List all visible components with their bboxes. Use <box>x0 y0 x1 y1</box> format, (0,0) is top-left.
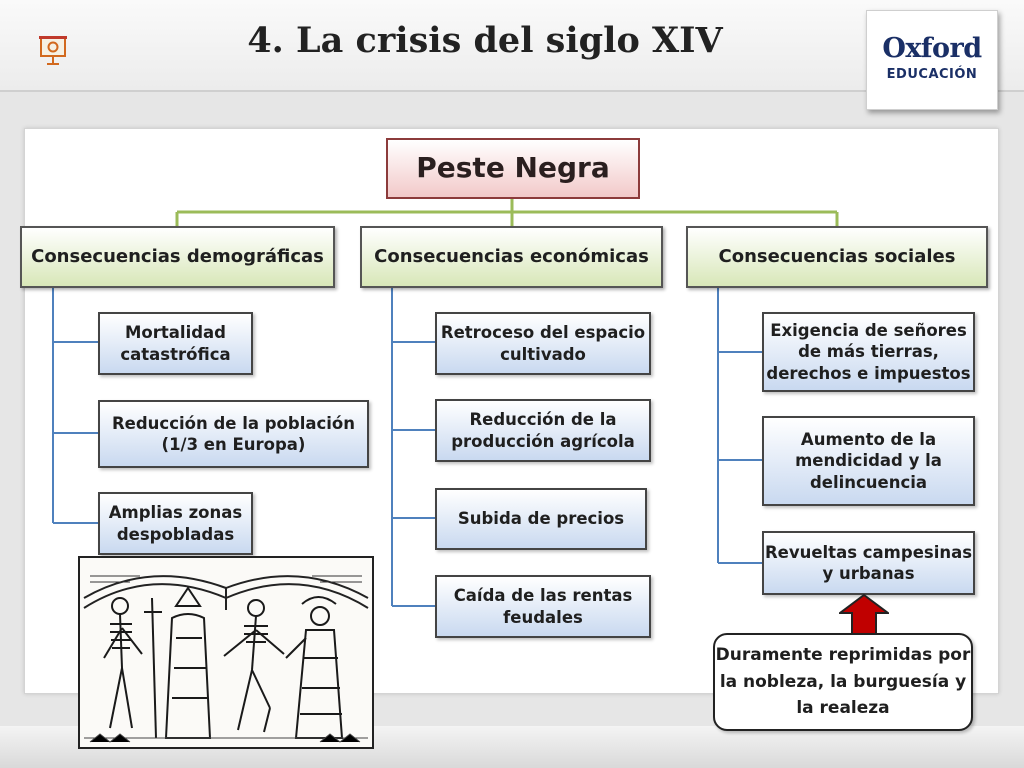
danse-macabre-woodcut-image <box>78 556 374 749</box>
item-econ-retroceso: Retroceso del espacio cultivado <box>435 312 651 375</box>
oxford-logo: Oxford EDUCACIÓN <box>866 10 998 110</box>
root-connectors <box>175 199 839 226</box>
item-econ-reduccion-produccion: Reducción de la producción agrícola <box>435 399 651 462</box>
category-economicas: Consecuencias económicas <box>360 226 663 288</box>
presentation-board-icon <box>39 36 67 65</box>
category-sociales: Consecuencias sociales <box>686 226 988 288</box>
item-demo-mortalidad: Mortalidad catastrófica <box>98 312 253 375</box>
up-arrow-icon <box>839 594 889 636</box>
logo-wordmark: Oxford <box>882 33 982 64</box>
slide-title: 4. La crisis del siglo XIV <box>247 20 723 61</box>
item-soc-exigencia-senores: Exigencia de señores de más tierras, der… <box>762 312 975 392</box>
item-demo-zonas-despobladas: Amplias zonas despobladas <box>98 492 253 555</box>
item-soc-revueltas: Revueltas campesinas y urbanas <box>762 531 975 595</box>
category-demograficas: Consecuencias demográficas <box>20 226 335 288</box>
item-econ-caida-rentas: Caída de las rentas feudales <box>435 575 651 638</box>
branch-connectors <box>52 288 763 607</box>
item-soc-mendicidad: Aumento de la mendicidad y la delincuenc… <box>762 416 975 506</box>
item-demo-reduccion-poblacion: Reducción de la población (1/3 en Europa… <box>98 400 369 468</box>
logo-subtitle: EDUCACIÓN <box>886 67 978 82</box>
root-node-peste-negra: Peste Negra <box>386 138 640 199</box>
note-callout: Duramente reprimidas por la nobleza, la … <box>713 633 973 731</box>
item-econ-subida-precios: Subida de precios <box>435 488 647 550</box>
slide-header: 4. La crisis del siglo XIV <box>0 0 1024 92</box>
